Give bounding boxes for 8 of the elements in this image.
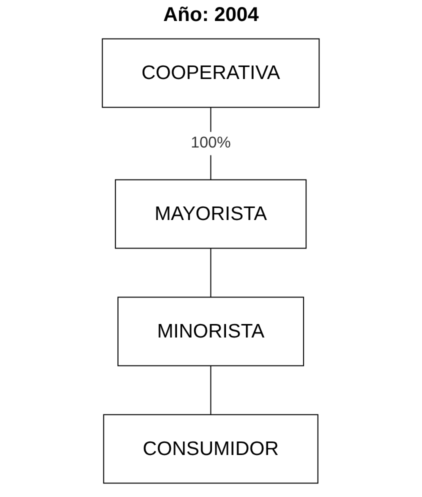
edge-label: 100%	[190, 134, 232, 152]
connector	[210, 248, 212, 298]
connector	[210, 365, 212, 416]
node-box: MINORISTA	[118, 296, 304, 366]
diagram-title: Año: 2004	[162, 4, 260, 27]
node-box: MAYORISTA	[115, 179, 307, 249]
node-box: CONSUMIDOR	[103, 414, 319, 484]
node-box: COOPERATIVA	[102, 38, 320, 108]
